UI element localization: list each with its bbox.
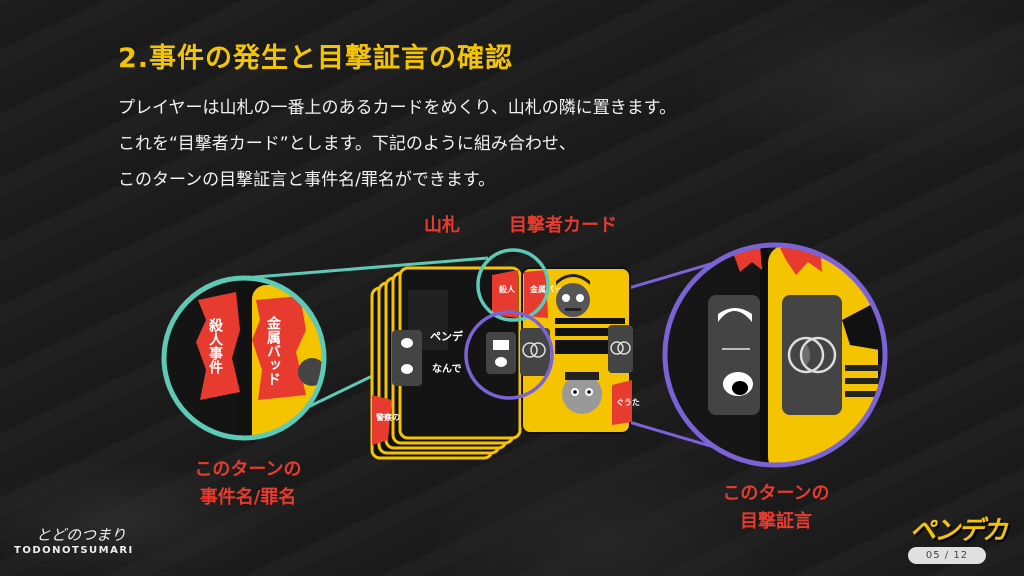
brand-script: とどのつまり [36, 526, 127, 544]
deck-card-text-2: なんで [432, 363, 462, 375]
label-deck: 山札 [424, 215, 460, 236]
page-number: 05 / 12 [908, 547, 986, 564]
body-line-2: これを“目撃者カード”とします。下記のように組み合わせ、 [118, 134, 576, 154]
brand-caps: TODONOTSUMARI [14, 545, 134, 556]
label-crime-line-2: 事件名/罪名 [199, 487, 297, 508]
deck-side-text: 警察の [375, 412, 400, 422]
body-line-3: このターンの目撃証言と事件名/罪名ができます。 [118, 170, 496, 190]
witness-card-text-2: 金属バッ [529, 284, 562, 294]
zoom-left-text-1: 殺人事件 [207, 317, 224, 375]
game-logo: ペンデカ [910, 516, 1008, 546]
label-crime-line-1: このターンの [194, 459, 302, 480]
witness-card: 金属バッ ぐうた [520, 267, 640, 434]
brand-logo: とどのつまり TODONOTSUMARI [14, 524, 134, 556]
body-line-1: プレイヤーは山札の一番上のあるカードをめくり、山札の隣に置きます。 [118, 98, 677, 118]
deck-card-text-1: ペンデ [430, 329, 464, 343]
label-crime: このターンの 事件名/罪名 [178, 456, 318, 512]
witness-card-text-3: ぐうた [616, 397, 640, 407]
label-testimony: このターンの 目撃証言 [706, 480, 846, 536]
label-testimony-line-1: このターンの [722, 483, 830, 504]
label-testimony-line-2: 目撃証言 [740, 511, 812, 532]
zoom-left-text-2: 金属バッド [265, 315, 282, 386]
zoom-crime-name: 殺人事件 金属バッド [161, 275, 327, 441]
teal-connector-top [243, 256, 489, 280]
slide-title: 2.事件の発生と目撃証言の確認 [118, 43, 514, 74]
zoom-testimony [662, 242, 888, 468]
deck-stack: ペンデ なんで 警察の 殺人 [370, 266, 522, 460]
purple-highlight-circle [464, 310, 554, 400]
label-witness-card: 目撃者カード [509, 215, 617, 236]
witness-card-text-1: 殺人 [498, 284, 516, 294]
teal-highlight-circle [476, 248, 550, 322]
